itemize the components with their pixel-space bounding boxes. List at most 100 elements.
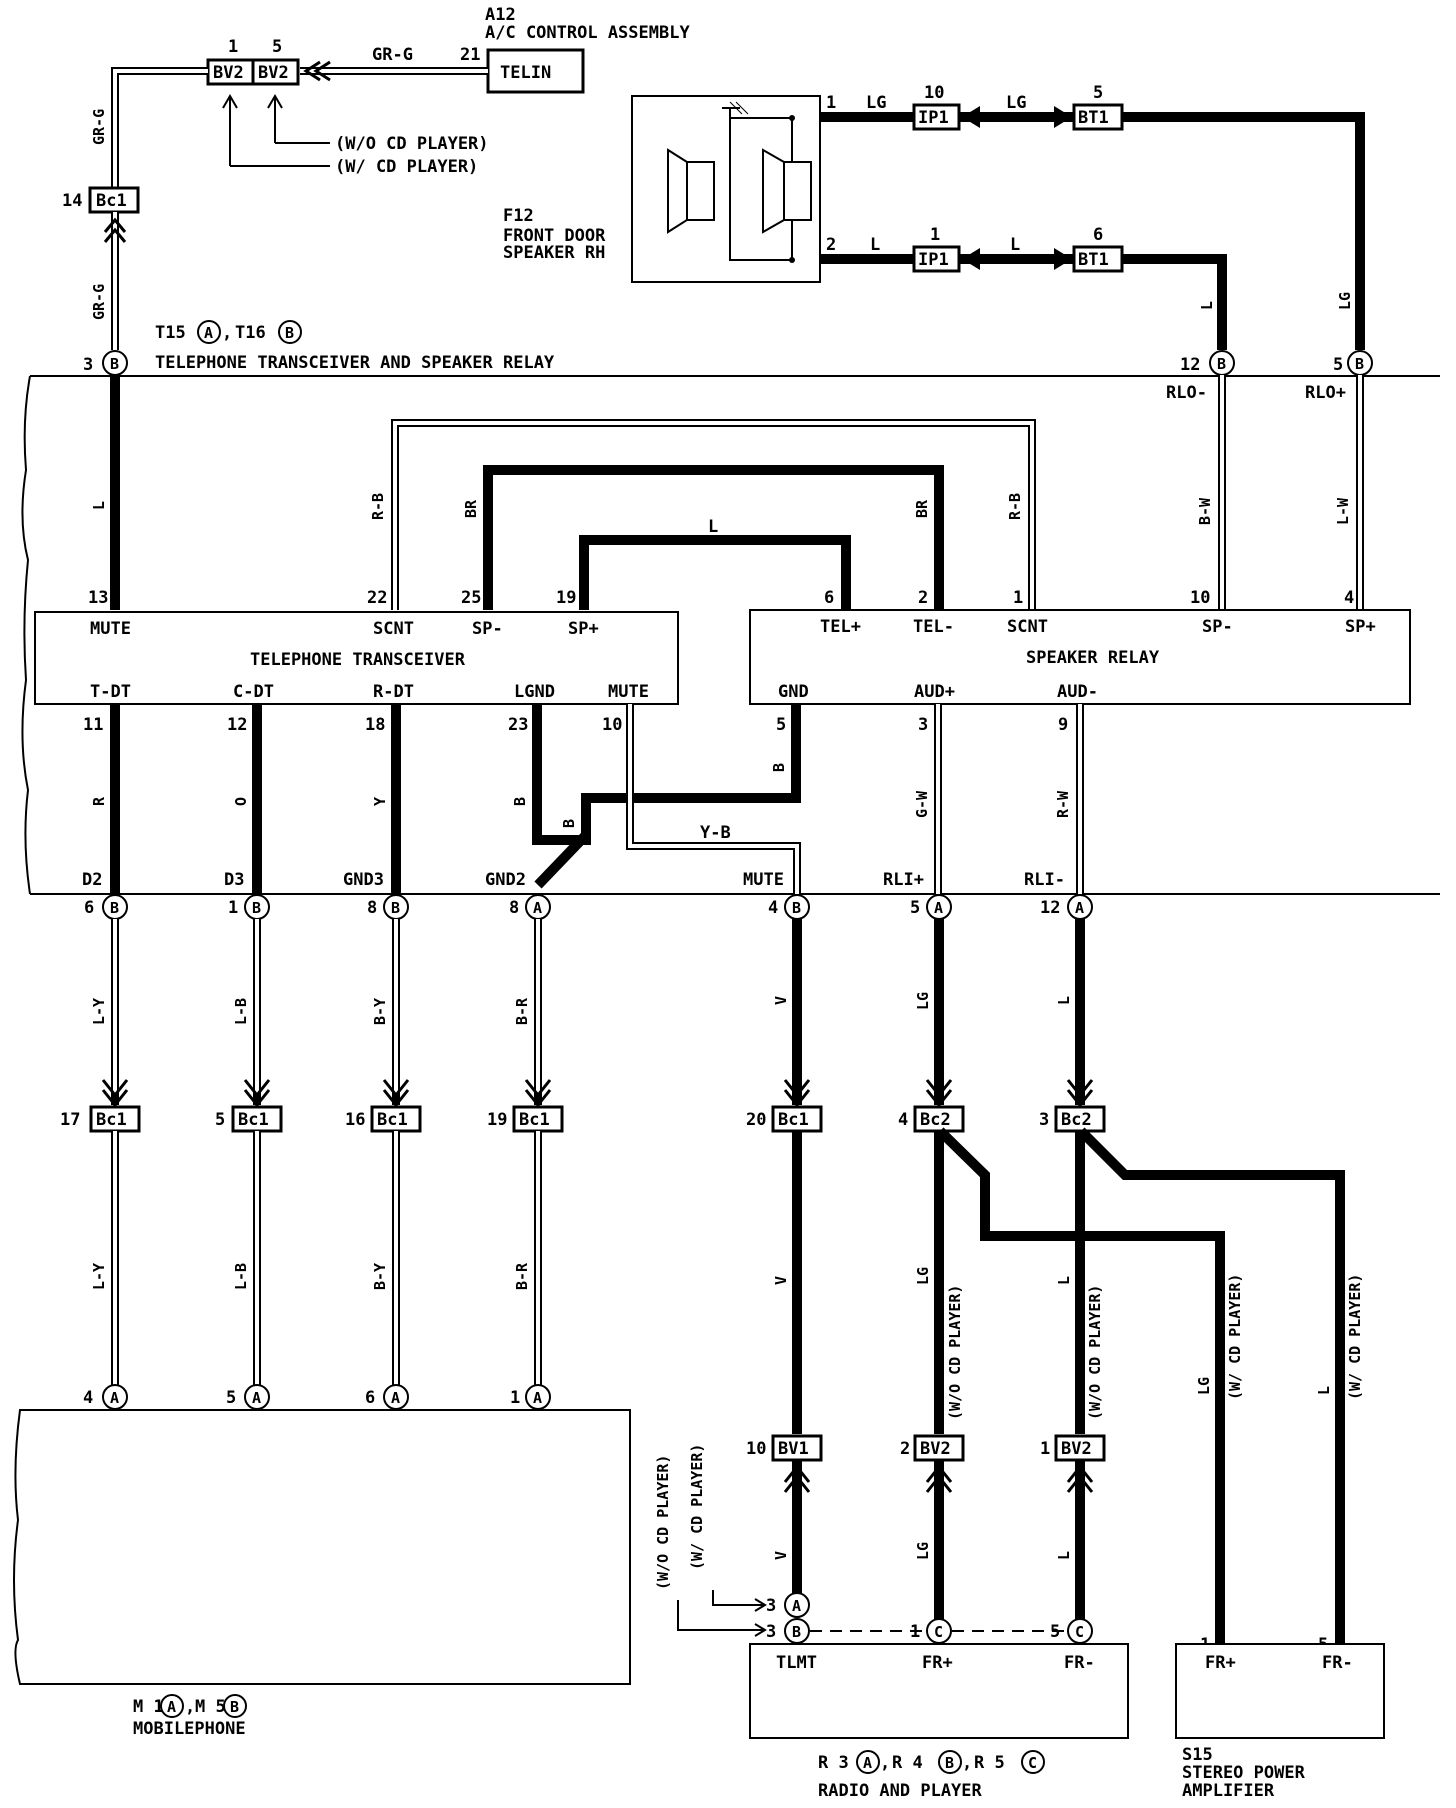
f12-speaker: F12 FRONT DOOR SPEAKER RH 1 2 — [503, 93, 836, 283]
diagram-text-24: B — [945, 1754, 954, 1772]
tx-pin-13: 13 — [88, 588, 108, 608]
bv2-2-pin: 2 — [900, 1439, 910, 1459]
diagram-text-2: B — [1217, 355, 1226, 373]
wire-l-y-2: L-Y — [90, 1263, 108, 1290]
amp-code: S15 — [1182, 1745, 1213, 1765]
a12-code: A12 — [485, 5, 516, 25]
pin-12a: 12 — [1040, 898, 1060, 918]
bc-5-pin: 5 — [215, 1110, 225, 1130]
note-w-cd-radio: (W/ CD PLAYER) — [688, 1444, 706, 1570]
rlo-plus: RLO+ — [1305, 383, 1346, 403]
note-w-cd-2: (W/ CD PLAYER) — [1346, 1274, 1364, 1400]
diagram-text-11: A — [110, 1389, 119, 1407]
wire-b-w: B-W — [1196, 497, 1214, 525]
bc2-3-label: Bc2 — [1061, 1110, 1092, 1130]
t15-conn-a: A — [204, 324, 213, 342]
rel-pin-1: 1 — [1013, 588, 1023, 608]
diagram-text-26: C — [1028, 1754, 1037, 1772]
radio-code-3: R 5 — [974, 1753, 1005, 1773]
diagram-text-5: B — [252, 899, 261, 917]
lbl-d3: D3 — [224, 870, 244, 890]
rel-term-sp-minus: SP- — [1202, 617, 1233, 637]
wire-l-mid: L — [1055, 996, 1073, 1005]
unit-boundary — [21, 375, 1440, 895]
tx-term-c-dt: C-DT — [233, 682, 274, 702]
lbl-rli-plus: RLI+ — [883, 870, 924, 890]
wire-b-r-2: B-R — [513, 1262, 531, 1290]
pin-8a: 8 — [509, 898, 519, 918]
wire-b-3: B — [560, 819, 578, 828]
rel-term-sp-plus: SP+ — [1345, 617, 1376, 637]
mob-name: MOBILEPHONE — [133, 1719, 246, 1739]
wire-l-w: L-W — [1334, 497, 1352, 525]
diagram-text-19: B — [792, 1623, 801, 1641]
wire-lg-low: LG — [914, 1267, 932, 1285]
pin-6b: 6 — [84, 898, 94, 918]
tx-pin-10: 10 — [602, 715, 622, 735]
wire-v-3: V — [772, 1551, 790, 1560]
tx-pin-25: 25 — [461, 588, 481, 608]
telin-label: TELIN — [500, 63, 551, 83]
wire-l-sp: L — [708, 517, 718, 537]
note-wo-cd-2: (W/O CD PLAYER) — [1086, 1285, 1104, 1420]
bv1-label: BV1 — [778, 1439, 809, 1459]
internal-wiring: L R-B R-B BR BR L — [90, 376, 1036, 610]
radio-pin-3a: 3 — [766, 1596, 776, 1616]
diagram-text-3: B — [1355, 355, 1364, 373]
rel-pin-6: 6 — [824, 588, 834, 608]
tx-pin-12: 12 — [227, 715, 247, 735]
t16-code: T16 — [235, 323, 266, 343]
wire-r-w: R-W — [1054, 790, 1072, 818]
tx-term-t-dt: T-DT — [90, 682, 131, 702]
diagram-text-13: A — [391, 1389, 400, 1407]
bc1-top-pin: 14 — [62, 191, 82, 211]
note-wo-cd-radio: (W/O CD PLAYER) — [654, 1455, 672, 1590]
ip1-bot-pin: 1 — [930, 225, 940, 245]
diagram-text-21: C — [1075, 1623, 1084, 1641]
bc-16-label: Bc1 — [377, 1110, 408, 1130]
radio-term-tlmt: TLMT — [776, 1653, 817, 1673]
lbl-gnd3: GND3 — [343, 870, 384, 890]
bc-mid-connectors: Bc1 17 Bc1 5 Bc1 16 Bc1 19 Bc1 20 Bc2 4 … — [60, 1105, 1106, 1133]
wire-y-b: Y-B — [700, 823, 731, 843]
diagram-text-8: B — [792, 899, 801, 917]
diagram-text-6: B — [391, 899, 400, 917]
diagram-text-9: A — [934, 899, 943, 917]
amp-line1: STEREO POWER — [1182, 1763, 1306, 1783]
bc2-3-pin: 3 — [1039, 1110, 1049, 1130]
speaker-wires: LG IP1 10 LG BT1 5 LG L IP1 1 L BT1 6 L — [820, 83, 1365, 350]
wire-r: R — [90, 796, 108, 806]
rel-pin-2: 2 — [918, 588, 928, 608]
bc-17-label: Bc1 — [96, 1110, 127, 1130]
diagram-text-18: A — [792, 1597, 801, 1615]
radio-pin-5c: 5 — [1050, 1622, 1060, 1642]
wire-l-amp: L — [1315, 1386, 1333, 1395]
wire-gr-g-lower: GR-G — [90, 284, 108, 320]
rel-pin-4: 4 — [1344, 588, 1354, 608]
diagram-text-22: A — [863, 1754, 872, 1772]
rel-term-aud-plus: AUD+ — [914, 682, 955, 702]
lbl-rli-minus: RLI- — [1024, 870, 1065, 890]
t15-code: T15 — [155, 323, 186, 343]
radio-name: RADIO AND PLAYER — [818, 1781, 983, 1801]
wire-g-w: G-W — [913, 790, 931, 818]
radio-and-player: 3 A 3 B 1 C 5 C TLMT FR+ FR- R 3 A , R 4… — [749, 1592, 1129, 1801]
speaker-relay: SPEAKER RELAY 6 TEL+ 2 TEL- 1 SCNT 10 SP… — [749, 588, 1411, 735]
diagram-text-17: B — [230, 1698, 239, 1716]
wire-r-b-2: R-B — [1006, 493, 1024, 520]
wire-lg-radio: LG — [914, 1542, 932, 1560]
bt1-bot-label: BT1 — [1078, 250, 1109, 270]
wire-l-y-1: L-Y — [90, 998, 108, 1025]
wire-v-2: V — [772, 1276, 790, 1285]
mob-pin-1: 1 — [510, 1388, 520, 1408]
rel-term-aud-minus: AUD- — [1057, 682, 1098, 702]
tx-term-sp-minus: SP- — [472, 619, 503, 639]
ip1-top-label: IP1 — [918, 108, 949, 128]
bt1-top-label: BT1 — [1078, 108, 1109, 128]
lbl-mute: MUTE — [743, 870, 784, 890]
rel-pin-3: 3 — [918, 715, 928, 735]
mob-pin-5: 5 — [226, 1388, 236, 1408]
bc-19-label: Bc1 — [519, 1110, 550, 1130]
telephone-transceiver: TELEPHONE TRANSCEIVER 13 MUTE 22 SCNT 25… — [34, 588, 679, 735]
bc-20-pin: 20 — [746, 1110, 766, 1130]
